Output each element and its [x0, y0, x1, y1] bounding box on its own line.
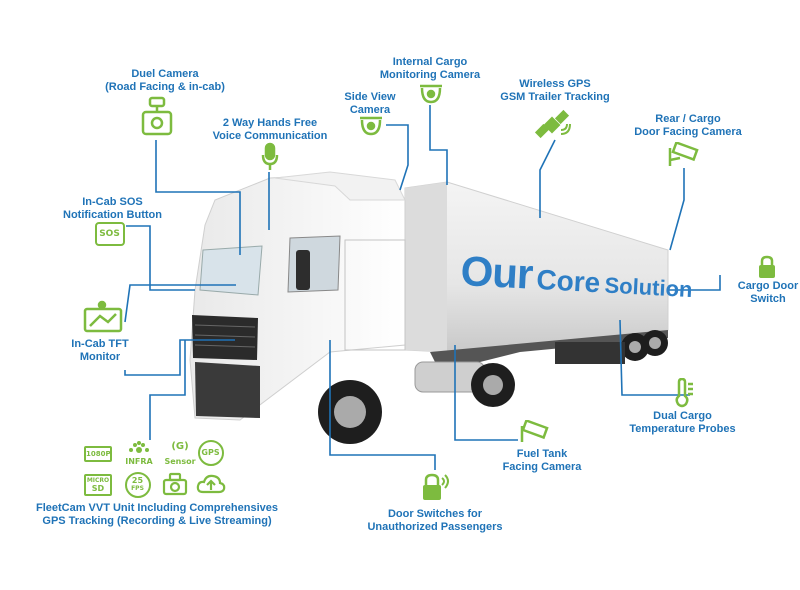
- label-cargo-door: Cargo Door Switch: [733, 280, 800, 306]
- cctv-camera-icon: [668, 142, 699, 166]
- label-internal-cargo: Internal Cargo Monitoring Camera: [370, 56, 490, 82]
- label-fuel-line2: Facing Camera: [502, 461, 582, 473]
- label-side-view-line2: Camera: [349, 104, 391, 116]
- label-side-view-line1: Side View: [344, 91, 396, 103]
- label-cargo-door-line2: Switch: [750, 293, 786, 305]
- label-door-switches: Door Switches for Unauthorized Passenger…: [360, 508, 510, 534]
- label-sos: In-Cab SOS Notification Button: [55, 196, 170, 222]
- label-fleetcam-line1: FleetCam VVT Unit Including Comprehensiv…: [35, 502, 279, 514]
- label-rear-cargo: Rear / Cargo Door Facing Camera: [628, 113, 748, 139]
- dome-camera-cargo-icon: [420, 84, 442, 104]
- brand-word-solution: Solution: [603, 272, 694, 303]
- brand-word-core: Core: [535, 263, 602, 299]
- label-fleetcam-line2: GPS Tracking (Recording & Live Streaming…: [42, 515, 272, 527]
- line-door-switch: [329, 340, 436, 470]
- label-cargo-door-line1: Cargo Door: [737, 280, 799, 292]
- label-voice-line1: 2 Way Hands Free: [222, 117, 318, 129]
- label-side-view: Side View Camera: [335, 91, 405, 117]
- label-rear-cargo-line2: Door Facing Camera: [634, 126, 742, 138]
- hd-1080p-icon: 1080P: [84, 446, 112, 462]
- label-temp-line1: Dual Cargo: [653, 410, 712, 422]
- micro-sd-text-micro: MICRO: [86, 477, 110, 484]
- fps-number-text: 25: [131, 476, 144, 485]
- microphone-icon: [261, 142, 279, 170]
- label-sos-line1: In-Cab SOS: [82, 196, 143, 208]
- label-wireless-gps-line1: Wireless GPS: [519, 78, 591, 90]
- label-dual-camera-line1: Duel Camera: [131, 68, 199, 80]
- dome-camera-side-icon: [360, 116, 382, 136]
- label-voice: 2 Way Hands Free Voice Communication: [205, 117, 335, 143]
- tft-monitor-icon: [83, 300, 123, 333]
- line-internal-cargo: [429, 105, 448, 185]
- fps-icon: 25 FPS: [125, 472, 151, 498]
- label-fuel: Fuel Tank Facing Camera: [487, 448, 597, 474]
- label-dual-camera-line2: (Road Facing & in-cab): [105, 81, 225, 93]
- gps-icon: GPS: [198, 440, 224, 466]
- gps-icon-text: GPS: [201, 448, 220, 457]
- label-internal-cargo-line2: Monitoring Camera: [379, 69, 481, 81]
- micro-sd-icon: MICRO SD: [84, 474, 112, 496]
- label-tft-line2: Monitor: [79, 351, 121, 363]
- label-tft-line1: In-Cab TFT: [71, 338, 129, 350]
- line-cargo-door: [668, 275, 721, 291]
- thermometer-icon: [675, 378, 693, 408]
- cloud-upload-icon: [196, 474, 226, 494]
- line-tft-upper: [124, 284, 236, 323]
- label-wireless-gps-line2: GSM Trailer Tracking: [500, 91, 610, 103]
- label-fleetcam: FleetCam VVT Unit Including Comprehensiv…: [12, 502, 302, 528]
- hd-1080p-text: 1080P: [86, 450, 111, 458]
- label-rear-cargo-line1: Rear / Cargo: [655, 113, 721, 125]
- line-side-view: [386, 124, 409, 191]
- label-dual-camera: Duel Camera (Road Facing & in-cab): [95, 68, 235, 94]
- line-rear-cargo: [669, 168, 685, 251]
- line-fleetcam: [149, 340, 186, 440]
- padlock-cargo-icon: [759, 255, 775, 278]
- label-temp: Dual Cargo Temperature Probes: [620, 410, 745, 436]
- label-fuel-line1: Fuel Tank: [516, 448, 568, 460]
- line-tft-lower: [124, 339, 235, 376]
- g-sensor-text: Sensor: [164, 457, 196, 466]
- sos-button-icon: SOS: [95, 222, 125, 246]
- label-wireless-gps: Wireless GPS GSM Trailer Tracking: [490, 78, 620, 104]
- line-dual-camera: [155, 140, 241, 255]
- infrared-icon: [129, 441, 149, 453]
- line-fuel: [454, 345, 518, 441]
- line-sos: [126, 225, 195, 291]
- fuel-camera-icon: [520, 420, 549, 442]
- label-temp-line2: Temperature Probes: [629, 423, 736, 435]
- brand-word-our: Our: [459, 247, 534, 298]
- label-door-switches-line1: Door Switches for: [387, 508, 483, 520]
- line-wireless-gps: [539, 139, 556, 218]
- camera-unit-icon: [162, 472, 188, 496]
- fps-label-text: FPS: [131, 485, 144, 492]
- satellite-icon: [535, 109, 571, 139]
- line-temp: [619, 319, 690, 396]
- label-internal-cargo-line1: Internal Cargo: [392, 56, 468, 68]
- door-lock-icon: [423, 473, 449, 500]
- infrared-text: INFRA: [125, 457, 153, 466]
- label-door-switches-line2: Unauthorized Passengers: [367, 521, 503, 533]
- dash-camera-icon: [141, 96, 173, 136]
- label-voice-line2: Voice Communication: [212, 130, 328, 142]
- micro-sd-text-sd: SD: [91, 484, 105, 493]
- label-tft: In-Cab TFT Monitor: [65, 338, 135, 364]
- sos-icon-text: SOS: [99, 229, 120, 239]
- g-sensor-symbol: (G): [171, 441, 189, 452]
- label-sos-line2: Notification Button: [63, 209, 162, 221]
